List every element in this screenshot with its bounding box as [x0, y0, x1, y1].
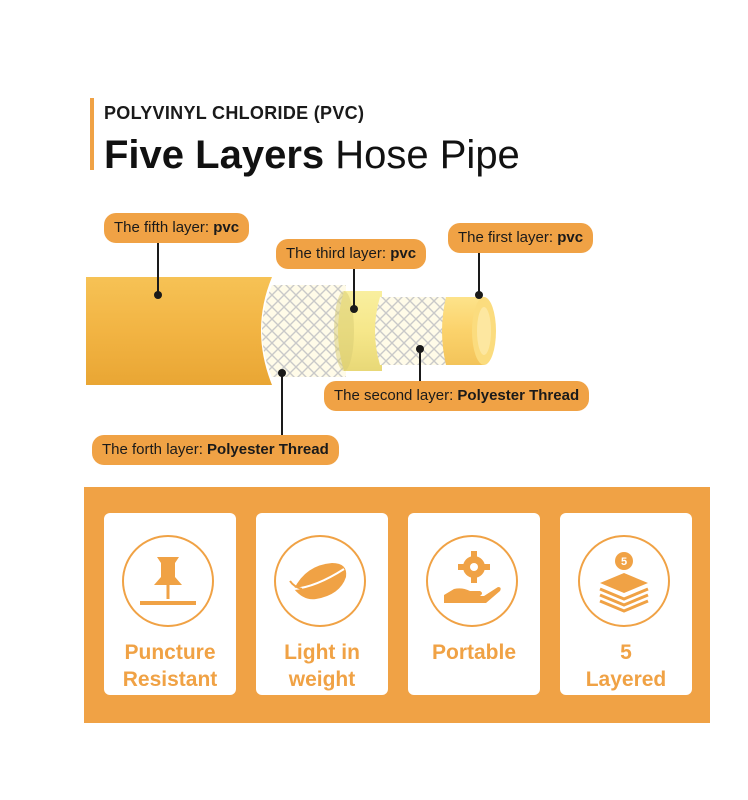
- feature-line1: Light in: [284, 641, 360, 664]
- feature-label-layered: 5 Layered: [560, 639, 692, 693]
- third-layer-leader: [353, 269, 355, 309]
- hose-illustration: [86, 277, 496, 385]
- feature-card-portable: Portable: [408, 513, 540, 695]
- feather-icon: [274, 535, 366, 627]
- hose-diagram: The fifth layer: pvc The third layer: pv…: [80, 205, 640, 475]
- first-layer-dot: [475, 291, 483, 299]
- feature-card-layered: 5 5 Layered: [560, 513, 692, 695]
- title-rest: Hose Pipe: [324, 133, 520, 177]
- first-layer-leader: [478, 253, 480, 293]
- fifth-layer-shape: [86, 277, 272, 385]
- forth-layer-shape: [262, 285, 346, 377]
- feature-line2: Resistant: [122, 668, 218, 691]
- stacked-layers-icon: 5: [578, 535, 670, 627]
- feature-label-puncture: Puncture Resistant: [104, 639, 236, 693]
- first-layer-prefix: The first layer:: [458, 229, 558, 246]
- forth-layer-label: The forth layer: Polyester Thread: [92, 435, 339, 465]
- page-title: Five Layers Hose Pipe: [104, 133, 520, 178]
- feature-line1: Portable: [431, 641, 517, 664]
- fifth-layer-label: The fifth layer: pvc: [104, 213, 250, 243]
- second-layer-material: Polyester Thread: [457, 387, 580, 404]
- second-layer-label: The second layer: Polyester Thread: [324, 381, 590, 411]
- first-layer-material: pvc: [557, 229, 584, 246]
- feature-card-puncture: Puncture Resistant: [104, 513, 236, 695]
- third-layer-material: pvc: [390, 245, 417, 262]
- forth-layer-material: Polyester Thread: [207, 441, 329, 458]
- first-layer-label: The first layer: pvc: [448, 223, 594, 253]
- hand-gear-icon: [426, 535, 518, 627]
- feature-label-light: Light in weight: [256, 639, 388, 693]
- second-layer-leader: [419, 349, 421, 383]
- fifth-layer-material: pvc: [213, 219, 240, 236]
- title-accent-bar: [90, 98, 94, 170]
- feature-card-light: Light in weight: [256, 513, 388, 695]
- svg-text:5: 5: [621, 556, 627, 568]
- forth-layer-leader: [281, 373, 283, 437]
- feature-label-portable: Portable: [408, 639, 540, 666]
- third-layer-prefix: The third layer:: [286, 245, 391, 262]
- fifth-layer-dot: [154, 291, 162, 299]
- subtitle: POLYVINYL CHLORIDE (PVC): [104, 103, 365, 123]
- fifth-layer-prefix: The fifth layer:: [114, 219, 214, 236]
- pushpin-icon: [122, 535, 214, 627]
- feature-line1: 5: [620, 641, 632, 664]
- third-layer-dot: [350, 305, 358, 313]
- second-layer-prefix: The second layer:: [334, 387, 458, 404]
- title-bold: Five Layers: [104, 133, 325, 177]
- feature-line2: weight: [288, 668, 356, 691]
- feature-line2: Layered: [585, 668, 667, 691]
- features-panel: Puncture Resistant Light in weight: [84, 487, 710, 723]
- fifth-layer-leader: [157, 243, 159, 295]
- feature-line1: Puncture: [124, 641, 216, 664]
- third-layer-label: The third layer: pvc: [276, 239, 427, 269]
- second-layer-shape: [375, 297, 450, 365]
- forth-layer-prefix: The forth layer:: [102, 441, 208, 458]
